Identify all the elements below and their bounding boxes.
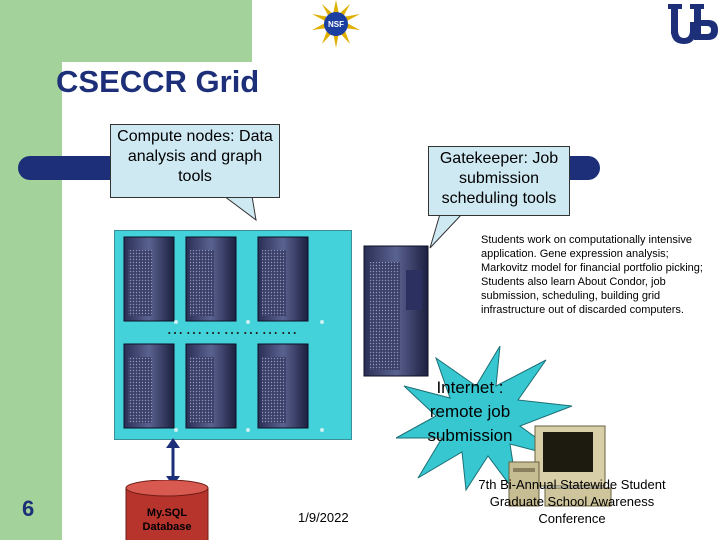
nsf-logo-text: NSF xyxy=(328,20,344,29)
ub-logo: UB xyxy=(664,2,718,44)
database-label: My.SQL Database xyxy=(142,507,192,533)
compute-nodes-callout: Compute nodes: Data analysis and graph t… xyxy=(110,124,280,198)
desktop-computer-icon xyxy=(508,425,612,507)
db-connection-arrow xyxy=(166,438,180,486)
decorative-green-left xyxy=(0,62,62,540)
callout-pointer-compute xyxy=(223,196,257,222)
internet-starburst xyxy=(396,346,573,497)
callout-pointer-gatekeeper xyxy=(429,214,463,249)
database-icon xyxy=(125,480,209,540)
conference-footer: 7th Bi-Annual Statewide Student Graduate… xyxy=(478,477,666,526)
ub-logo-text: UB xyxy=(664,2,666,3)
students-description: Students work on computationally intensi… xyxy=(481,234,703,316)
more-nodes-ellipsis: ………………… xyxy=(166,318,299,338)
internet-label: Internet : remote job submission xyxy=(427,378,513,445)
gatekeeper-callout: Gatekeeper: Job submission scheduling to… xyxy=(428,146,570,216)
slide-title: CSECCR Grid xyxy=(56,64,260,99)
nsf-logo: NSF xyxy=(312,0,360,48)
slide-number: 6 xyxy=(22,496,35,521)
decorative-green-top xyxy=(0,0,252,62)
slide-date: 1/9/2022 xyxy=(298,510,349,525)
